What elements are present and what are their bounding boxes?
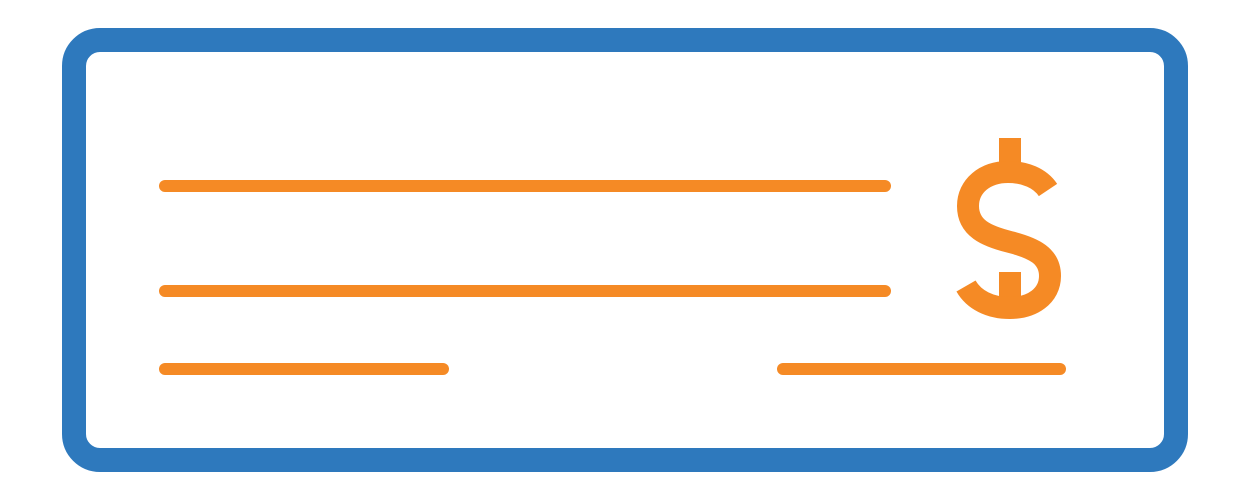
check-frame [62, 28, 1188, 472]
dollar-sign-icon [956, 138, 1061, 319]
